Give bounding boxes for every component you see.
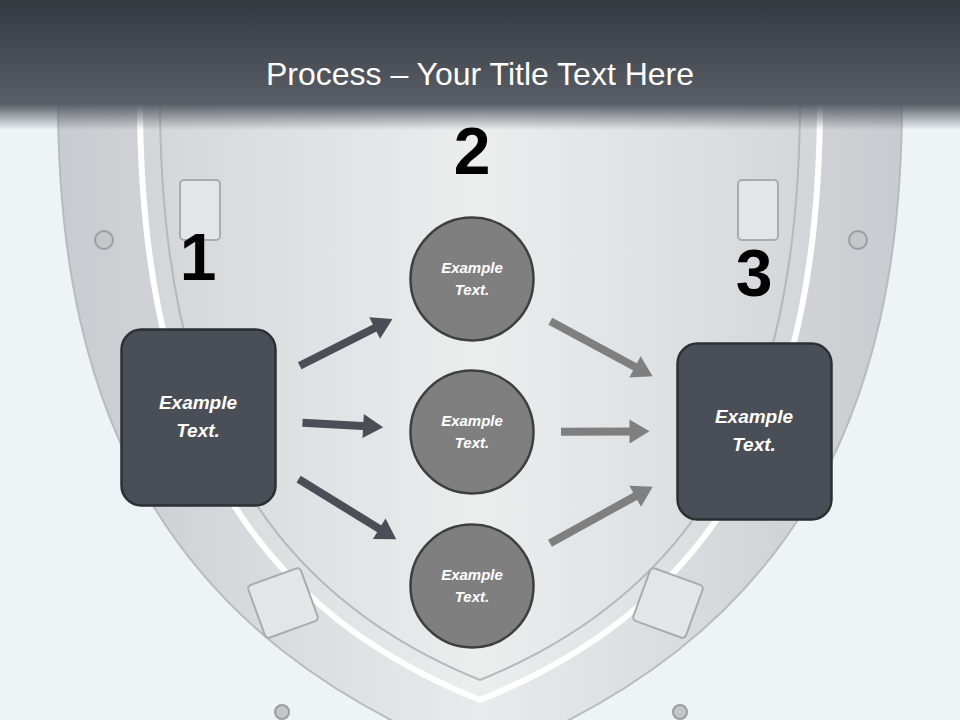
- node-text: Example Text.: [432, 410, 512, 454]
- arrow-shaft: [302, 423, 367, 427]
- title-text: Process – Your Title Text Here: [266, 55, 694, 93]
- step-number: 1: [180, 224, 217, 290]
- arrow-head: [363, 414, 384, 438]
- node-text: Example Text.: [432, 564, 512, 608]
- arrow-head: [373, 519, 396, 540]
- node-shape: [411, 218, 534, 341]
- box-outline: [676, 342, 833, 521]
- flow-arrow: [302, 414, 383, 438]
- flow-arrow: [550, 486, 653, 543]
- process-circle: Example Text.: [409, 523, 535, 649]
- node-text: Example Text.: [143, 389, 253, 444]
- flow-arrow: [300, 317, 393, 365]
- node-shape: [411, 525, 534, 648]
- arrow-head: [629, 419, 649, 443]
- flow-arrow: [561, 419, 650, 443]
- arrow-head: [629, 486, 652, 507]
- process-circle: Example Text.: [409, 369, 535, 495]
- circle-outline: [409, 523, 535, 649]
- node-shape: [121, 329, 275, 505]
- process-box: Example Text.: [676, 342, 833, 521]
- process-box: Example Text.: [120, 328, 277, 507]
- box-outline: [120, 328, 277, 507]
- arrow-head: [369, 317, 392, 338]
- process-circle: Example Text.: [409, 216, 535, 342]
- arrow-shaft: [561, 427, 634, 435]
- circle-outline: [409, 369, 535, 495]
- arrow-shaft: [300, 326, 379, 366]
- arrow-head: [629, 356, 652, 377]
- node-shape: [677, 343, 831, 519]
- flow-arrow: [550, 321, 652, 377]
- node-text: Example Text.: [699, 403, 809, 458]
- step-number: 2: [454, 118, 491, 184]
- arrow-shaft: [299, 479, 383, 531]
- step-number: 3: [736, 240, 773, 306]
- node-text: Example Text.: [432, 257, 512, 301]
- node-shape: [411, 371, 534, 494]
- circle-outline: [409, 216, 535, 342]
- arrow-shaft: [550, 321, 638, 369]
- flow-arrow: [299, 479, 397, 539]
- arrow-shaft: [550, 494, 639, 543]
